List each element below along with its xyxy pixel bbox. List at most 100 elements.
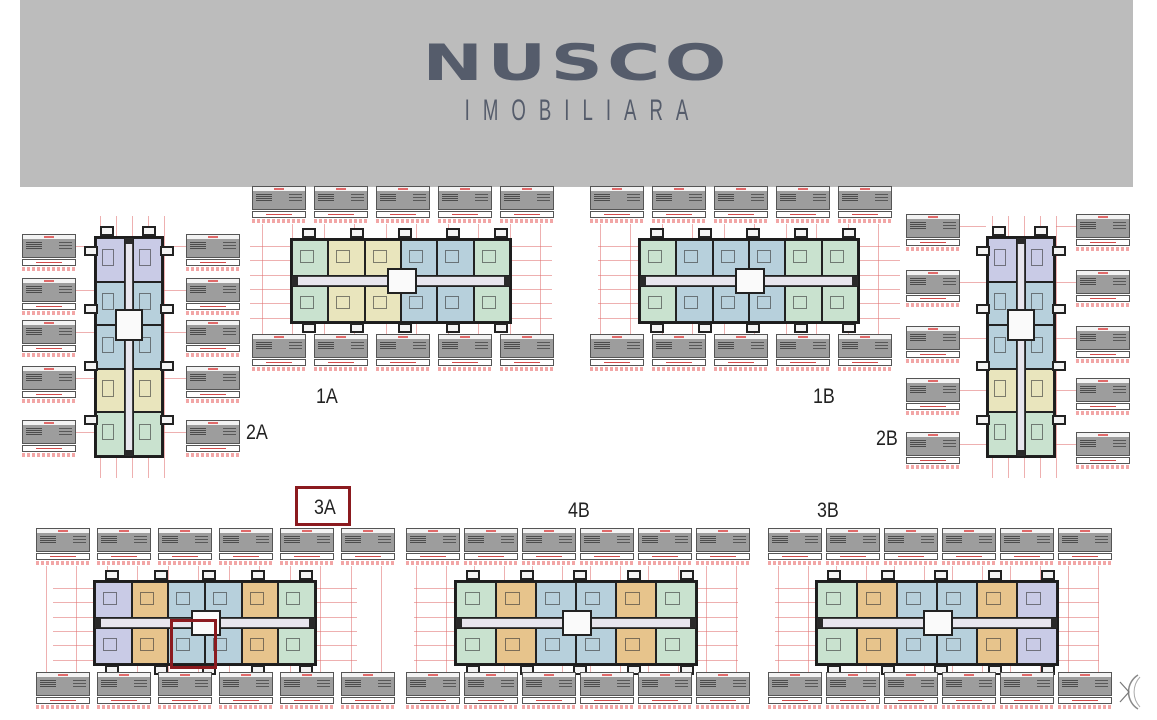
- unit-card-1b-108[interactable]: [714, 186, 768, 224]
- unit-card-3a-104[interactable]: [36, 528, 90, 566]
- building-2b-plan[interactable]: [986, 236, 1056, 458]
- unit-card-4b-107[interactable]: [580, 528, 634, 566]
- unit-card-2b-102[interactable]: [1076, 378, 1130, 416]
- apartment-unit[interactable]: [988, 238, 1017, 282]
- unit-card-1a-107[interactable]: [438, 186, 492, 224]
- building-label-2b[interactable]: 2B: [876, 427, 898, 450]
- apartment-unit[interactable]: [676, 240, 713, 276]
- unit-card-3b-103[interactable]: [1058, 672, 1112, 710]
- unit-card-1b-107[interactable]: [652, 186, 706, 224]
- apartment-unit[interactable]: [131, 628, 169, 664]
- apartment-unit[interactable]: [328, 286, 365, 322]
- building-1b-plan[interactable]: [638, 238, 860, 324]
- building-3a-highlight[interactable]: 3A: [295, 486, 351, 526]
- unit-card-4b-106[interactable]: [522, 528, 576, 566]
- apartment-unit[interactable]: [821, 286, 858, 322]
- unit-card-2a-107[interactable]: [186, 278, 240, 316]
- apartment-unit[interactable]: [749, 286, 786, 322]
- apartment-unit[interactable]: [817, 628, 857, 664]
- apartment-unit[interactable]: [937, 628, 977, 664]
- unit-card-1b-101[interactable]: [714, 334, 768, 372]
- apartment-unit[interactable]: [785, 286, 822, 322]
- apartment-unit[interactable]: [168, 628, 205, 664]
- unit-card-1a-101[interactable]: [376, 334, 430, 372]
- unit-card-1a-103[interactable]: [252, 334, 306, 372]
- unit-card-2a-101[interactable]: [22, 320, 76, 358]
- building-1a-plan[interactable]: [290, 238, 512, 324]
- unit-card-2a-104[interactable]: [186, 420, 240, 458]
- apartment-unit[interactable]: [1017, 628, 1057, 664]
- unit-card-4b-110[interactable]: [696, 672, 750, 710]
- apartment-unit[interactable]: [616, 628, 656, 664]
- unit-card-1a-106[interactable]: [376, 186, 430, 224]
- apartment-unit[interactable]: [640, 240, 677, 276]
- apartment-unit[interactable]: [496, 628, 536, 664]
- unit-card-4b-105[interactable]: [464, 528, 518, 566]
- apartment-unit[interactable]: [456, 582, 496, 618]
- building-label-2a[interactable]: 2A: [246, 421, 268, 444]
- unit-card-1a-110[interactable]: [438, 334, 492, 372]
- apartment-unit[interactable]: [241, 628, 279, 664]
- apartment-unit[interactable]: [131, 582, 169, 618]
- unit-card-4b-109[interactable]: [696, 528, 750, 566]
- unit-card-3a-109[interactable]: [341, 528, 395, 566]
- unit-card-2a-108[interactable]: [186, 234, 240, 272]
- unit-card-3a-108[interactable]: [280, 528, 334, 566]
- unit-card-3b-104[interactable]: [1058, 528, 1112, 566]
- unit-card-1b-103[interactable]: [838, 334, 892, 372]
- building-3a-plan[interactable]: [93, 580, 317, 666]
- apartment-unit[interactable]: [937, 582, 977, 618]
- apartment-unit[interactable]: [241, 582, 279, 618]
- apartment-unit[interactable]: [95, 582, 132, 618]
- apartment-unit[interactable]: [1025, 412, 1054, 456]
- building-3b-plan[interactable]: [815, 580, 1059, 666]
- unit-card-3b-105[interactable]: [1000, 528, 1054, 566]
- apartment-unit[interactable]: [96, 238, 125, 282]
- unit-card-3b-102[interactable]: [1000, 672, 1054, 710]
- unit-card-2b-110[interactable]: [1076, 270, 1130, 308]
- unit-card-3a-107[interactable]: [219, 528, 273, 566]
- apartment-unit[interactable]: [821, 240, 858, 276]
- unit-card-4b-101[interactable]: [522, 672, 576, 710]
- building-4b-plan[interactable]: [454, 580, 698, 666]
- unit-card-2a-109[interactable]: [22, 234, 76, 272]
- unit-card-3b-109[interactable]: [768, 528, 822, 566]
- apartment-unit[interactable]: [1025, 238, 1054, 282]
- unit-card-4b-104[interactable]: [406, 528, 460, 566]
- apartment-unit[interactable]: [437, 286, 474, 322]
- selected-unit-highlight[interactable]: [170, 619, 217, 669]
- unit-card-4b-103[interactable]: [406, 672, 460, 710]
- apartment-unit[interactable]: [95, 628, 132, 664]
- apartment-unit[interactable]: [988, 412, 1017, 456]
- apartment-unit[interactable]: [616, 582, 656, 618]
- unit-card-2b-103[interactable]: [1076, 432, 1130, 470]
- apartment-unit[interactable]: [640, 286, 677, 322]
- unit-card-3a-106[interactable]: [158, 528, 212, 566]
- apartment-unit[interactable]: [437, 240, 474, 276]
- unit-card-4b-112[interactable]: [580, 672, 634, 710]
- apartment-unit[interactable]: [96, 368, 125, 413]
- unit-card-1a-102[interactable]: [314, 334, 368, 372]
- unit-card-4b-111[interactable]: [638, 672, 692, 710]
- apartment-unit[interactable]: [817, 582, 857, 618]
- unit-card-1b-106[interactable]: [590, 186, 644, 224]
- unit-card-1b-104[interactable]: [838, 186, 892, 224]
- unit-card-2a-105[interactable]: [186, 366, 240, 404]
- unit-card-2b-107[interactable]: [906, 270, 960, 308]
- apartment-unit[interactable]: [988, 368, 1017, 413]
- apartment-unit[interactable]: [278, 628, 315, 664]
- apartment-unit[interactable]: [977, 582, 1017, 618]
- unit-card-3b-110[interactable]: [768, 672, 822, 710]
- apartment-unit[interactable]: [656, 582, 696, 618]
- unit-card-1b-103[interactable]: [776, 186, 830, 224]
- apartment-unit[interactable]: [456, 628, 496, 664]
- unit-card-3a-103[interactable]: [36, 672, 90, 710]
- unit-card-3b-101[interactable]: [942, 672, 996, 710]
- unit-card-3b-107[interactable]: [884, 528, 938, 566]
- apartment-unit[interactable]: [292, 286, 329, 322]
- apartment-unit[interactable]: [96, 412, 125, 456]
- unit-card-1b-110[interactable]: [652, 334, 706, 372]
- unit-card-1a-104[interactable]: [252, 186, 306, 224]
- apartment-unit[interactable]: [292, 240, 329, 276]
- unit-card-4b-102[interactable]: [464, 672, 518, 710]
